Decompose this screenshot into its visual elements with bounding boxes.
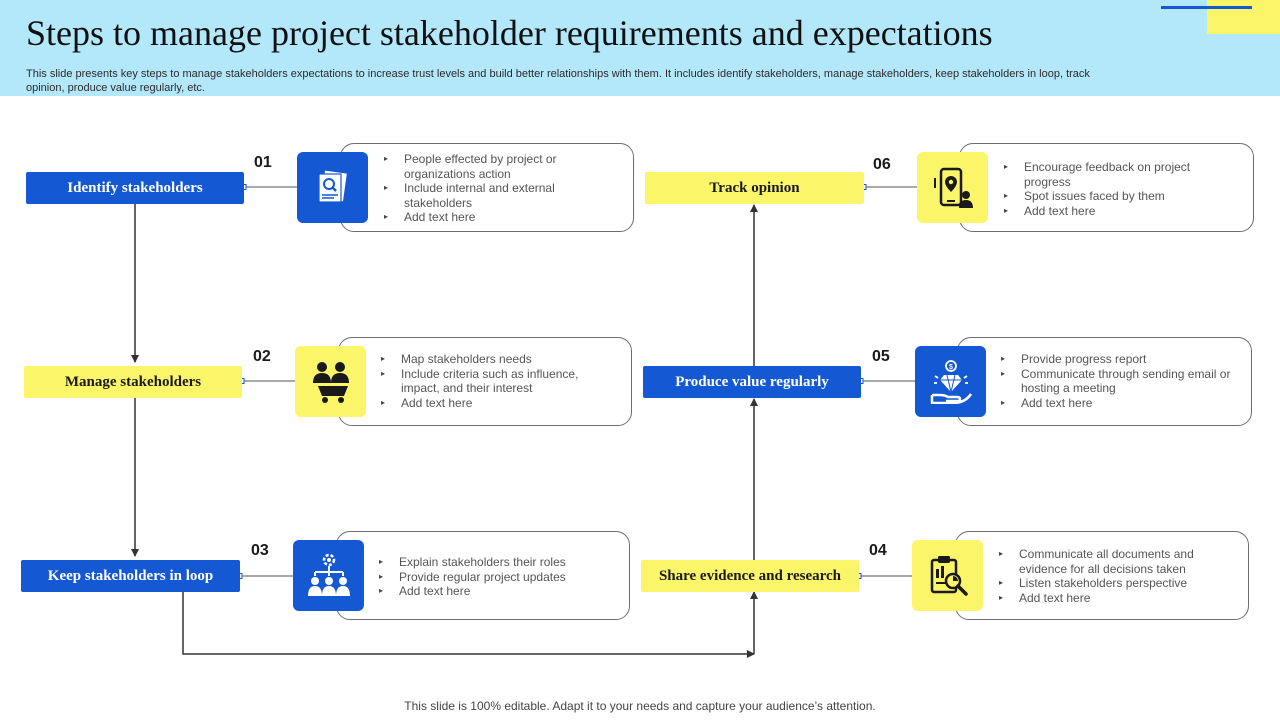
step-number: 06 bbox=[873, 156, 891, 173]
list-item: ▸ Add text here bbox=[1004, 204, 1234, 219]
bullet-arrow-icon: ▸ bbox=[381, 354, 386, 363]
bullet-arrow-icon: ▸ bbox=[379, 557, 384, 566]
step-card: ▸ Explain stakeholders their roles ▸ Provi… bbox=[336, 531, 630, 620]
step-share-evidence-and-research: Share evidence and research bbox=[641, 560, 859, 592]
bullet-text: Provide regular project updates bbox=[399, 569, 566, 584]
step-number: 02 bbox=[253, 348, 271, 365]
page-title: Steps to manage project stakeholder requ… bbox=[26, 13, 993, 53]
footer-note: This slide is 100% editable. Adapt it to… bbox=[404, 699, 876, 713]
bullet-list: ▸ People effected by project or organizat… bbox=[384, 152, 614, 225]
step-number: 04 bbox=[869, 542, 887, 559]
bullet-text: Communicate through sending email or hos… bbox=[1021, 366, 1231, 396]
list-item: ▸ Encourage feedback on project progress bbox=[1004, 160, 1234, 189]
list-item: ▸ Add text here bbox=[999, 591, 1229, 606]
team-network-icon bbox=[293, 540, 364, 611]
step-card: ▸ Map stakeholders needs ▸ Include criteri… bbox=[338, 337, 632, 426]
step-produce-value-regularly: Produce value regularly bbox=[643, 366, 861, 398]
bullet-text: People effected by project or organizati… bbox=[404, 152, 557, 181]
list-item: ▸ Include internal and external stakehold… bbox=[384, 181, 614, 210]
bullet-arrow-icon: ▸ bbox=[1004, 205, 1009, 215]
list-item: ▸ Provide progress report bbox=[1001, 352, 1236, 367]
step-number: 01 bbox=[254, 154, 272, 171]
step-label: Share evidence and research bbox=[658, 567, 842, 584]
bullet-text: Listen stakeholders perspective bbox=[1019, 576, 1188, 590]
corner-accent bbox=[1207, 0, 1280, 34]
bullet-arrow-icon: ▸ bbox=[999, 578, 1004, 587]
bullet-text: Encourage feedback on project progress bbox=[1024, 160, 1191, 189]
bullet-arrow-icon: ▸ bbox=[1004, 162, 1009, 171]
step-card: ▸ Provide progress report ▸ Communicate th… bbox=[957, 337, 1252, 426]
hand-diamond-icon: $ bbox=[915, 346, 986, 417]
list-item: ▸ Provide regular project updates bbox=[379, 570, 609, 585]
bullet-list: ▸ Communicate all documents and evidence … bbox=[999, 547, 1229, 605]
step-label: Produce value regularly bbox=[675, 373, 829, 390]
step-keep-stakeholders-in-loop: Keep stakeholders in loop bbox=[21, 560, 240, 592]
bullet-text: Provide progress report bbox=[1021, 352, 1147, 366]
header-banner: Steps to manage project stakeholder requ… bbox=[0, 0, 1280, 96]
bullet-text: Add text here bbox=[404, 210, 476, 224]
bullet-arrow-icon: ▸ bbox=[384, 183, 389, 192]
bullet-arrow-icon: ▸ bbox=[1001, 397, 1006, 407]
step-number: 05 bbox=[872, 348, 890, 365]
page-subtitle: This slide presents key steps to manage … bbox=[26, 68, 1090, 94]
document-search-icon bbox=[297, 152, 368, 223]
step-manage-stakeholders: Manage stakeholders bbox=[24, 366, 242, 398]
bullet-arrow-icon: ▸ bbox=[384, 212, 389, 221]
bullet-arrow-icon: ▸ bbox=[384, 154, 389, 163]
bullet-text: Include internal and external stakeholde… bbox=[404, 181, 555, 210]
bullet-text: Add text here bbox=[401, 395, 473, 410]
list-item: ▸ Spot issues faced by them bbox=[1004, 189, 1234, 204]
bullet-arrow-icon: ▸ bbox=[381, 397, 386, 407]
bullet-text: Include criteria such as influence, impa… bbox=[401, 366, 579, 396]
bullet-list: ▸ Provide progress report ▸ Communicate th… bbox=[1001, 352, 1236, 410]
bullet-text: Spot issues faced by them bbox=[1024, 189, 1165, 203]
clipboard-chart-icon bbox=[912, 540, 983, 611]
bullet-arrow-icon: ▸ bbox=[1001, 354, 1006, 363]
list-item: ▸ Add text here bbox=[379, 584, 609, 599]
bullet-text: Add text here bbox=[1021, 395, 1093, 410]
bullet-text: Communicate all documents and evidence f… bbox=[1019, 547, 1194, 576]
list-item: ▸ Add text here bbox=[1001, 396, 1236, 411]
bullet-text: Add text here bbox=[1019, 590, 1091, 605]
svg-text:$: $ bbox=[949, 364, 953, 371]
bullet-text: Map stakeholders needs bbox=[401, 352, 532, 366]
arrow-step3-to-step4 bbox=[182, 592, 755, 658]
list-item: ▸ Include criteria such as influence, imp… bbox=[381, 367, 611, 396]
list-item: ▸ Explain stakeholders their roles bbox=[379, 555, 609, 570]
step-card: ▸ People effected by project or organizat… bbox=[340, 143, 634, 232]
list-item: ▸ Communicate through sending email or ho… bbox=[1001, 367, 1236, 396]
bullet-arrow-icon: ▸ bbox=[1001, 368, 1006, 378]
bullet-text: Add text here bbox=[399, 584, 471, 598]
bullet-list: ▸ Map stakeholders needs ▸ Include criteri… bbox=[381, 352, 611, 410]
step-card: ▸ Communicate all documents and evidence … bbox=[955, 531, 1249, 620]
list-item: ▸ Communicate all documents and evidence … bbox=[999, 547, 1229, 576]
bullet-text: Explain stakeholders their roles bbox=[399, 555, 566, 569]
list-item: ▸ Map stakeholders needs bbox=[381, 352, 611, 367]
step-card: ▸Encourage feedback on project progress … bbox=[959, 143, 1254, 232]
list-item: ▸ Listen stakeholders perspective bbox=[999, 576, 1229, 591]
bullet-arrow-icon: ▸ bbox=[1004, 191, 1009, 200]
bullet-text: Add text here bbox=[1024, 203, 1096, 218]
bullet-list: ▸ Explain stakeholders their roles ▸ Provi… bbox=[379, 555, 609, 599]
phone-location-user-icon bbox=[917, 152, 988, 223]
list-item: ▸ People effected by project or organizat… bbox=[384, 152, 614, 181]
step-label: Manage stakeholders bbox=[64, 373, 202, 390]
bullet-list: ▸Encourage feedback on project progress … bbox=[1004, 160, 1234, 218]
list-item: ▸ Add text here bbox=[381, 396, 611, 411]
step-number: 03 bbox=[251, 542, 269, 559]
people-cart-icon bbox=[295, 346, 366, 417]
bullet-arrow-icon: ▸ bbox=[379, 586, 384, 595]
step-label: Identify stakeholders bbox=[67, 179, 203, 196]
step-label: Track opinion bbox=[709, 179, 800, 196]
step-label: Keep stakeholders in loop bbox=[47, 567, 214, 584]
step-track-opinion: Track opinion bbox=[645, 172, 864, 204]
bullet-arrow-icon: ▸ bbox=[999, 549, 1004, 558]
bullet-arrow-icon: ▸ bbox=[999, 592, 1004, 602]
list-item: ▸ Add text here bbox=[384, 210, 614, 225]
step-identify-stakeholders: Identify stakeholders bbox=[26, 172, 244, 204]
corner-line bbox=[1161, 6, 1252, 9]
bullet-arrow-icon: ▸ bbox=[379, 571, 384, 581]
bullet-arrow-icon: ▸ bbox=[381, 368, 386, 378]
